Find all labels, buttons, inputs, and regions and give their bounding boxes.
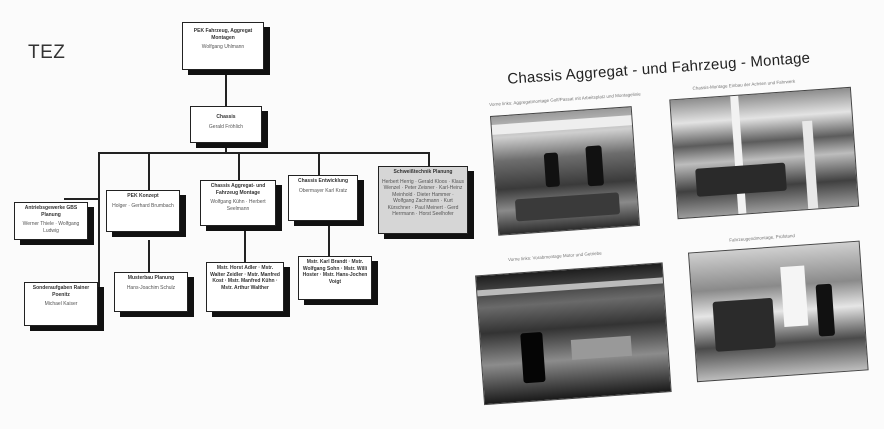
org-box-title: PEK Konzept: [127, 193, 159, 199]
org-box-unit-highlighted: Schweißtechnik Planung Herbert Herrig · …: [378, 166, 468, 234]
photo-figure: [815, 283, 836, 337]
org-box-title: Musterbau Planung: [127, 275, 175, 281]
photo-figure: [543, 152, 561, 188]
org-box-person: Herbert Herrig · Gerald Kloos · Klaus We…: [382, 178, 464, 218]
photo-test-stand: [687, 240, 869, 383]
photo-assembly-line: [489, 106, 641, 236]
org-box-person: Gerald Fröhlich: [208, 123, 244, 130]
org-box-title: Sonderaufgaben Rainer Poenitz: [32, 285, 90, 298]
org-box-title: Antriebsgewerke GBS Planung: [24, 205, 78, 218]
connector: [318, 152, 320, 176]
photo-sheet: Chassis Aggregat - und Fahrzeug - Montag…: [460, 30, 884, 429]
connector: [238, 152, 240, 180]
document-page: TEZ PEK Fahrzeug, Aggregat Montagen Wolf…: [14, 22, 869, 406]
photo-highlight: [570, 335, 633, 360]
org-box-title: Mstr. Horst Adler · Mstr. Walter Zeidler…: [210, 265, 280, 291]
connector: [428, 152, 430, 166]
photo-figure: [695, 162, 787, 197]
photo-caption: Vorne links: Vorabmontage Motor und Getr…: [507, 250, 602, 263]
photo-caption: Fahrzeugendmontage, Prüfstand: [729, 233, 796, 243]
photo-figure: [712, 297, 776, 352]
page-label: TEZ: [28, 42, 66, 63]
org-box-subunit: Musterbau Planung Hans-Joachim Schulz: [114, 272, 188, 312]
photo-figure: [585, 145, 605, 187]
org-box-person: Wolfgang Kühn · Herbert Seelmann: [210, 199, 266, 212]
org-box-top: PEK Fahrzeug, Aggregat Montagen Wolfgang…: [182, 22, 264, 70]
org-box-unit: Chassis Aggregat- und Fahrzeug Montage W…: [200, 180, 276, 226]
connector: [148, 152, 150, 192]
connector: [244, 228, 246, 264]
photo-highlight: [477, 277, 664, 297]
org-box-title: Chassis Entwicklung: [297, 178, 348, 184]
connector: [225, 143, 227, 153]
org-box-person: Werner Thiele · Wolfgang Ludwig: [22, 221, 80, 234]
org-box-subunit: Mstr. Karl Brandt · Mstr. Wolfgang Sohn …: [298, 256, 372, 300]
org-box-person: Wolfgang Uhlmann: [201, 44, 245, 50]
photo-caption: Vorne links: Aggregatmontage Golf/Passat…: [489, 91, 641, 108]
org-box-person: Holger · Gerhard Brumbach: [112, 202, 174, 209]
org-box-unit: Chassis Entwicklung Obermayer Karl Kratz: [288, 175, 358, 221]
org-box-person: Michael Kaiser: [44, 301, 78, 307]
photo-figure: [520, 331, 546, 384]
photo-highlight: [802, 120, 819, 210]
photo-highlight: [491, 115, 632, 135]
connector: [225, 70, 227, 107]
org-box-person: Obermayer Karl Kratz: [298, 187, 348, 194]
org-box-chassis: Chassis Gerald Fröhlich: [190, 106, 262, 143]
org-box-subunit: Sonderaufgaben Rainer Poenitz Michael Ka…: [24, 282, 98, 326]
photo-chassis-line: [669, 86, 860, 220]
org-box-title: Chassis: [216, 114, 236, 120]
org-box-subunit: Mstr. Horst Adler · Mstr. Walter Zeidler…: [206, 262, 284, 312]
org-box-title: PEK Fahrzeug, Aggregat Montagen: [193, 28, 253, 41]
org-box-title: Chassis Aggregat- und Fahrzeug Montage: [210, 183, 266, 196]
connector: [328, 224, 330, 256]
org-box-unit: PEK Konzept Holger · Gerhard Brumbach: [106, 190, 180, 232]
photo-highlight: [780, 265, 809, 328]
photo-highlight: [730, 95, 747, 214]
org-box-person: Hans-Joachim Schulz: [126, 284, 176, 291]
photo-figure: [514, 192, 621, 222]
photo-caption: Chassis-Montage Einbau der Achsen und Fa…: [692, 78, 796, 91]
connector: [64, 198, 100, 200]
org-box-unit: Antriebsgewerke GBS Planung Werner Thiel…: [14, 202, 88, 240]
photo-engine-assembly: [475, 262, 672, 406]
connector: [98, 152, 428, 154]
org-box-title: Mstr. Karl Brandt · Mstr. Wolfgang Sohn …: [302, 259, 368, 285]
org-box-title: Schweißtechnik Planung: [393, 169, 453, 175]
connector: [98, 152, 100, 288]
connector: [148, 240, 150, 272]
